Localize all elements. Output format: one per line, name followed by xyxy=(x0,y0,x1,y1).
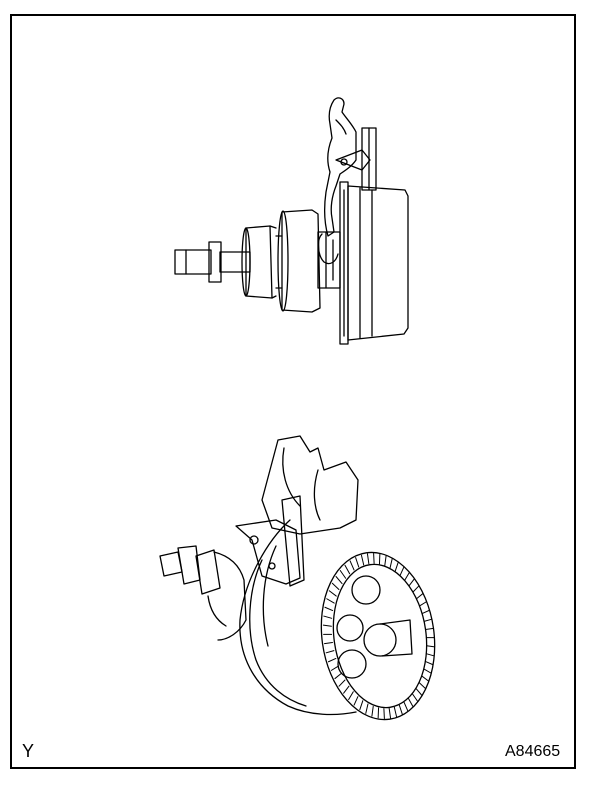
gear-tooth xyxy=(415,687,423,696)
planet-gear-1 xyxy=(351,575,381,605)
view-direction-mark: Y xyxy=(22,741,35,761)
output-shaft xyxy=(379,619,413,657)
gear-tooth xyxy=(327,657,337,663)
gear-tooth xyxy=(344,564,351,575)
gear-tooth xyxy=(335,576,343,585)
gear-tooth xyxy=(408,578,415,587)
lever-strut xyxy=(281,495,305,587)
gear-tooth xyxy=(322,624,332,627)
gear-tooth xyxy=(419,601,428,607)
shaft-collar xyxy=(208,241,222,283)
gear-tooth xyxy=(324,642,333,645)
gear-tooth xyxy=(389,558,393,569)
gear-tooth xyxy=(359,700,364,711)
shaft-tip xyxy=(174,249,212,275)
gear-tooth xyxy=(365,703,369,714)
gear-tooth xyxy=(404,571,410,581)
gear-tooth xyxy=(411,693,419,703)
gear-tooth xyxy=(426,645,436,648)
gear-tooth xyxy=(339,569,347,579)
gear-tooth xyxy=(425,627,434,630)
pivot-pin xyxy=(249,535,259,545)
flange-body xyxy=(347,185,409,341)
gear-tooth xyxy=(399,566,405,576)
ring-gear-outer xyxy=(320,551,436,721)
hook-arm xyxy=(324,97,357,237)
gear-tooth xyxy=(349,560,355,571)
gear-tooth xyxy=(353,696,359,706)
gear-tooth xyxy=(334,672,342,680)
side-view-assembly xyxy=(174,97,409,345)
ring-gear-inner xyxy=(332,563,428,709)
gear-tooth xyxy=(425,653,435,657)
gear-tooth xyxy=(325,650,335,654)
gear-tooth xyxy=(328,590,337,597)
upper-bracket xyxy=(261,435,359,535)
gear-tooth xyxy=(416,592,424,600)
gear-tooth xyxy=(338,679,346,687)
gear-tooth xyxy=(326,598,335,604)
gear-tooth xyxy=(393,706,398,718)
gear-tooth xyxy=(343,685,350,694)
gear-tooth xyxy=(423,618,433,622)
gear-tooth xyxy=(324,606,334,612)
figure-frame xyxy=(10,14,576,769)
gear-tooth xyxy=(418,681,427,690)
gear-tooth xyxy=(366,553,370,565)
gear-tooth xyxy=(394,561,399,572)
gear-tooth xyxy=(424,660,434,666)
gear-tooth xyxy=(403,701,409,712)
gear-tooth xyxy=(398,704,403,715)
side-lever xyxy=(235,519,301,585)
gear-tooth xyxy=(421,609,431,615)
gear-tooth xyxy=(323,615,333,619)
gear-tooth xyxy=(331,582,340,591)
iso-shaft-nut xyxy=(177,545,201,585)
gear-tooth xyxy=(412,585,420,593)
gear-tooth xyxy=(360,554,365,566)
lever-link xyxy=(335,149,371,171)
gear-tooth xyxy=(388,707,392,719)
gear-tooth xyxy=(355,557,360,568)
gear-tooth xyxy=(348,691,354,701)
sun-gear xyxy=(363,623,397,657)
figure-id-label: A84665 xyxy=(505,743,561,760)
gear-tooth xyxy=(384,555,387,567)
connector-stub xyxy=(317,231,341,289)
gear-tooth xyxy=(407,697,414,708)
planet-gear-3 xyxy=(337,649,367,679)
gear-tooth xyxy=(330,665,339,671)
isometric-view-assembly xyxy=(159,435,436,721)
gear-tooth xyxy=(371,705,374,717)
housing-outline xyxy=(239,519,357,716)
gear-tooth xyxy=(421,675,430,682)
gear-tooth xyxy=(423,668,432,674)
planet-gear-2 xyxy=(336,614,364,642)
